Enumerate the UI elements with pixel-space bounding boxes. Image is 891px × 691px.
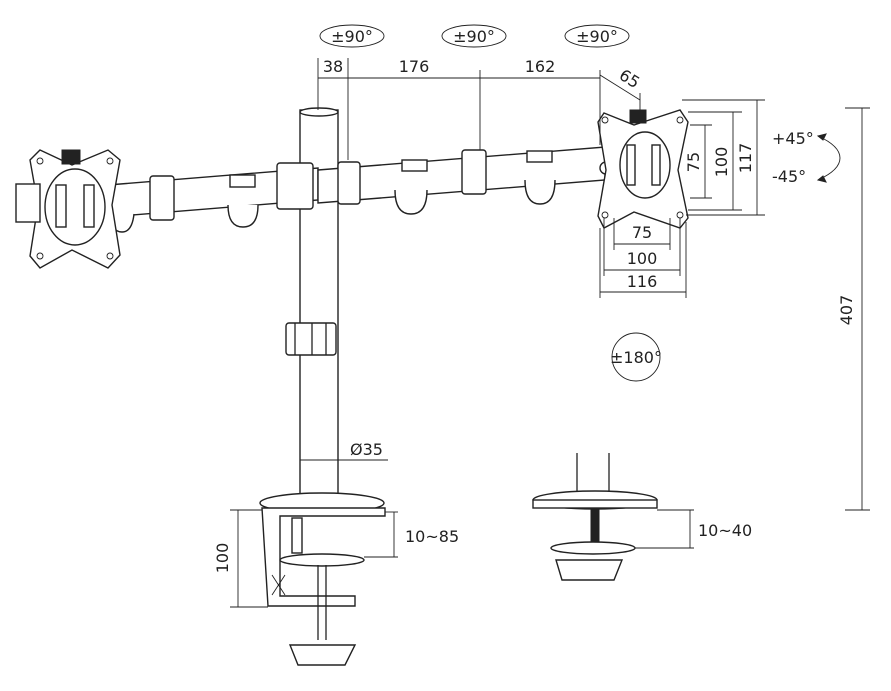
dim-38: 38	[323, 57, 343, 76]
tilt-arrow-icon	[817, 135, 841, 181]
grommet-base	[532, 453, 658, 581]
dim-v-75: 75	[684, 152, 703, 172]
dim-diameter: Ø35	[350, 440, 383, 459]
tilt-down-label: -45°	[772, 167, 806, 186]
left-vesa-plate	[15, 149, 121, 269]
dim-162: 162	[525, 57, 556, 76]
plate-dimensions: 75 100 117 75 100 116	[599, 99, 765, 298]
right-arm	[317, 146, 613, 215]
tilt-indicator: +45° -45°	[772, 129, 841, 186]
right-vesa-plate	[597, 109, 689, 229]
dim-10-40: 10~40	[698, 521, 752, 540]
arrowhead-icon	[816, 175, 827, 183]
rotation-label: ±90°	[331, 27, 373, 46]
swivel-arrow-icon	[611, 332, 661, 382]
dim-407: 407	[837, 295, 856, 326]
tilt-up-label: +45°	[772, 129, 814, 148]
dim-h-100: 100	[627, 249, 658, 268]
clamp-dimensions: 10~85 100	[213, 509, 459, 608]
arrowhead-icon	[816, 133, 827, 141]
arm-rotation-marks: ±90° ±90° ±90°	[319, 24, 630, 48]
dim-v-100: 100	[712, 147, 731, 178]
arm-dimensions: 38 176 162 65	[317, 57, 643, 160]
height-dimension: 407	[837, 107, 870, 511]
diameter-dimension: Ø35	[300, 440, 388, 461]
dim-h-75: 75	[632, 223, 652, 242]
grommet-dimension: 10~40	[635, 509, 752, 549]
left-arm	[107, 162, 319, 233]
desk-clamp	[259, 492, 386, 666]
swivel-indicator: ±180°	[610, 332, 662, 382]
dim-116: 116	[627, 272, 658, 291]
dim-100: 100	[213, 543, 232, 574]
swivel-label: ±180°	[610, 348, 662, 367]
rotation-label: ±90°	[576, 27, 618, 46]
dim-10-85: 10~85	[405, 527, 459, 546]
dim-65: 65	[616, 65, 643, 92]
dim-117: 117	[736, 143, 755, 174]
dim-176: 176	[399, 57, 430, 76]
rotation-label: ±90°	[453, 27, 495, 46]
